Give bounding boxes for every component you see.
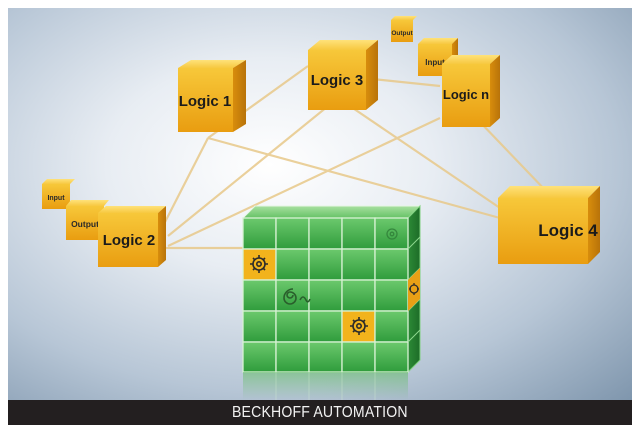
spiral-icon (283, 288, 311, 305)
logic-2-input-tile: Input (42, 179, 75, 209)
logic-1-label: Logic 1 (179, 93, 232, 110)
gear-icon (250, 255, 268, 273)
gear-icon (409, 283, 419, 295)
logic-n-group: Output Input Logic n (391, 16, 500, 127)
gear-icon (350, 317, 368, 335)
logic-n-block: Logic n (442, 55, 500, 127)
illustration-canvas: Logic 1 Logic 3 Output (42, 16, 600, 400)
gear-icon (386, 228, 398, 240)
logic-3-label: Logic 3 (311, 72, 364, 89)
caption-bar: BECKHOFF AUTOMATION (8, 400, 632, 425)
logic-4-label: Logic 4 (538, 221, 598, 240)
logic-3-block: Logic 3 (308, 40, 378, 110)
modular-green-cube (241, 204, 422, 374)
logic-n-label: Logic n (443, 87, 489, 102)
cube-side-orange-tile (408, 268, 420, 311)
logic-2-output-tile: Output (66, 200, 109, 240)
logic-n-output-tile: Output (391, 16, 417, 42)
logic-n-input-label: Input (425, 58, 445, 67)
cube-front-grid (242, 217, 409, 373)
logic-4-block: Logic 4 (498, 186, 600, 264)
caption-text: BECKHOFF AUTOMATION (232, 403, 408, 421)
automation-illustration: Logic 1 Logic 3 Output (8, 8, 632, 400)
logic-1-block: Logic 1 (178, 60, 246, 132)
cube-reflection (243, 372, 408, 400)
logic-2-group: Input Output Logic 2 (42, 179, 166, 267)
logic-2-input-label: Input (47, 195, 65, 202)
logic-2-output-label: Output (71, 219, 99, 229)
logic-2-label: Logic 2 (103, 232, 156, 249)
logic-2-block: Logic 2 (98, 206, 166, 267)
logic-n-output-label: Output (391, 30, 413, 37)
